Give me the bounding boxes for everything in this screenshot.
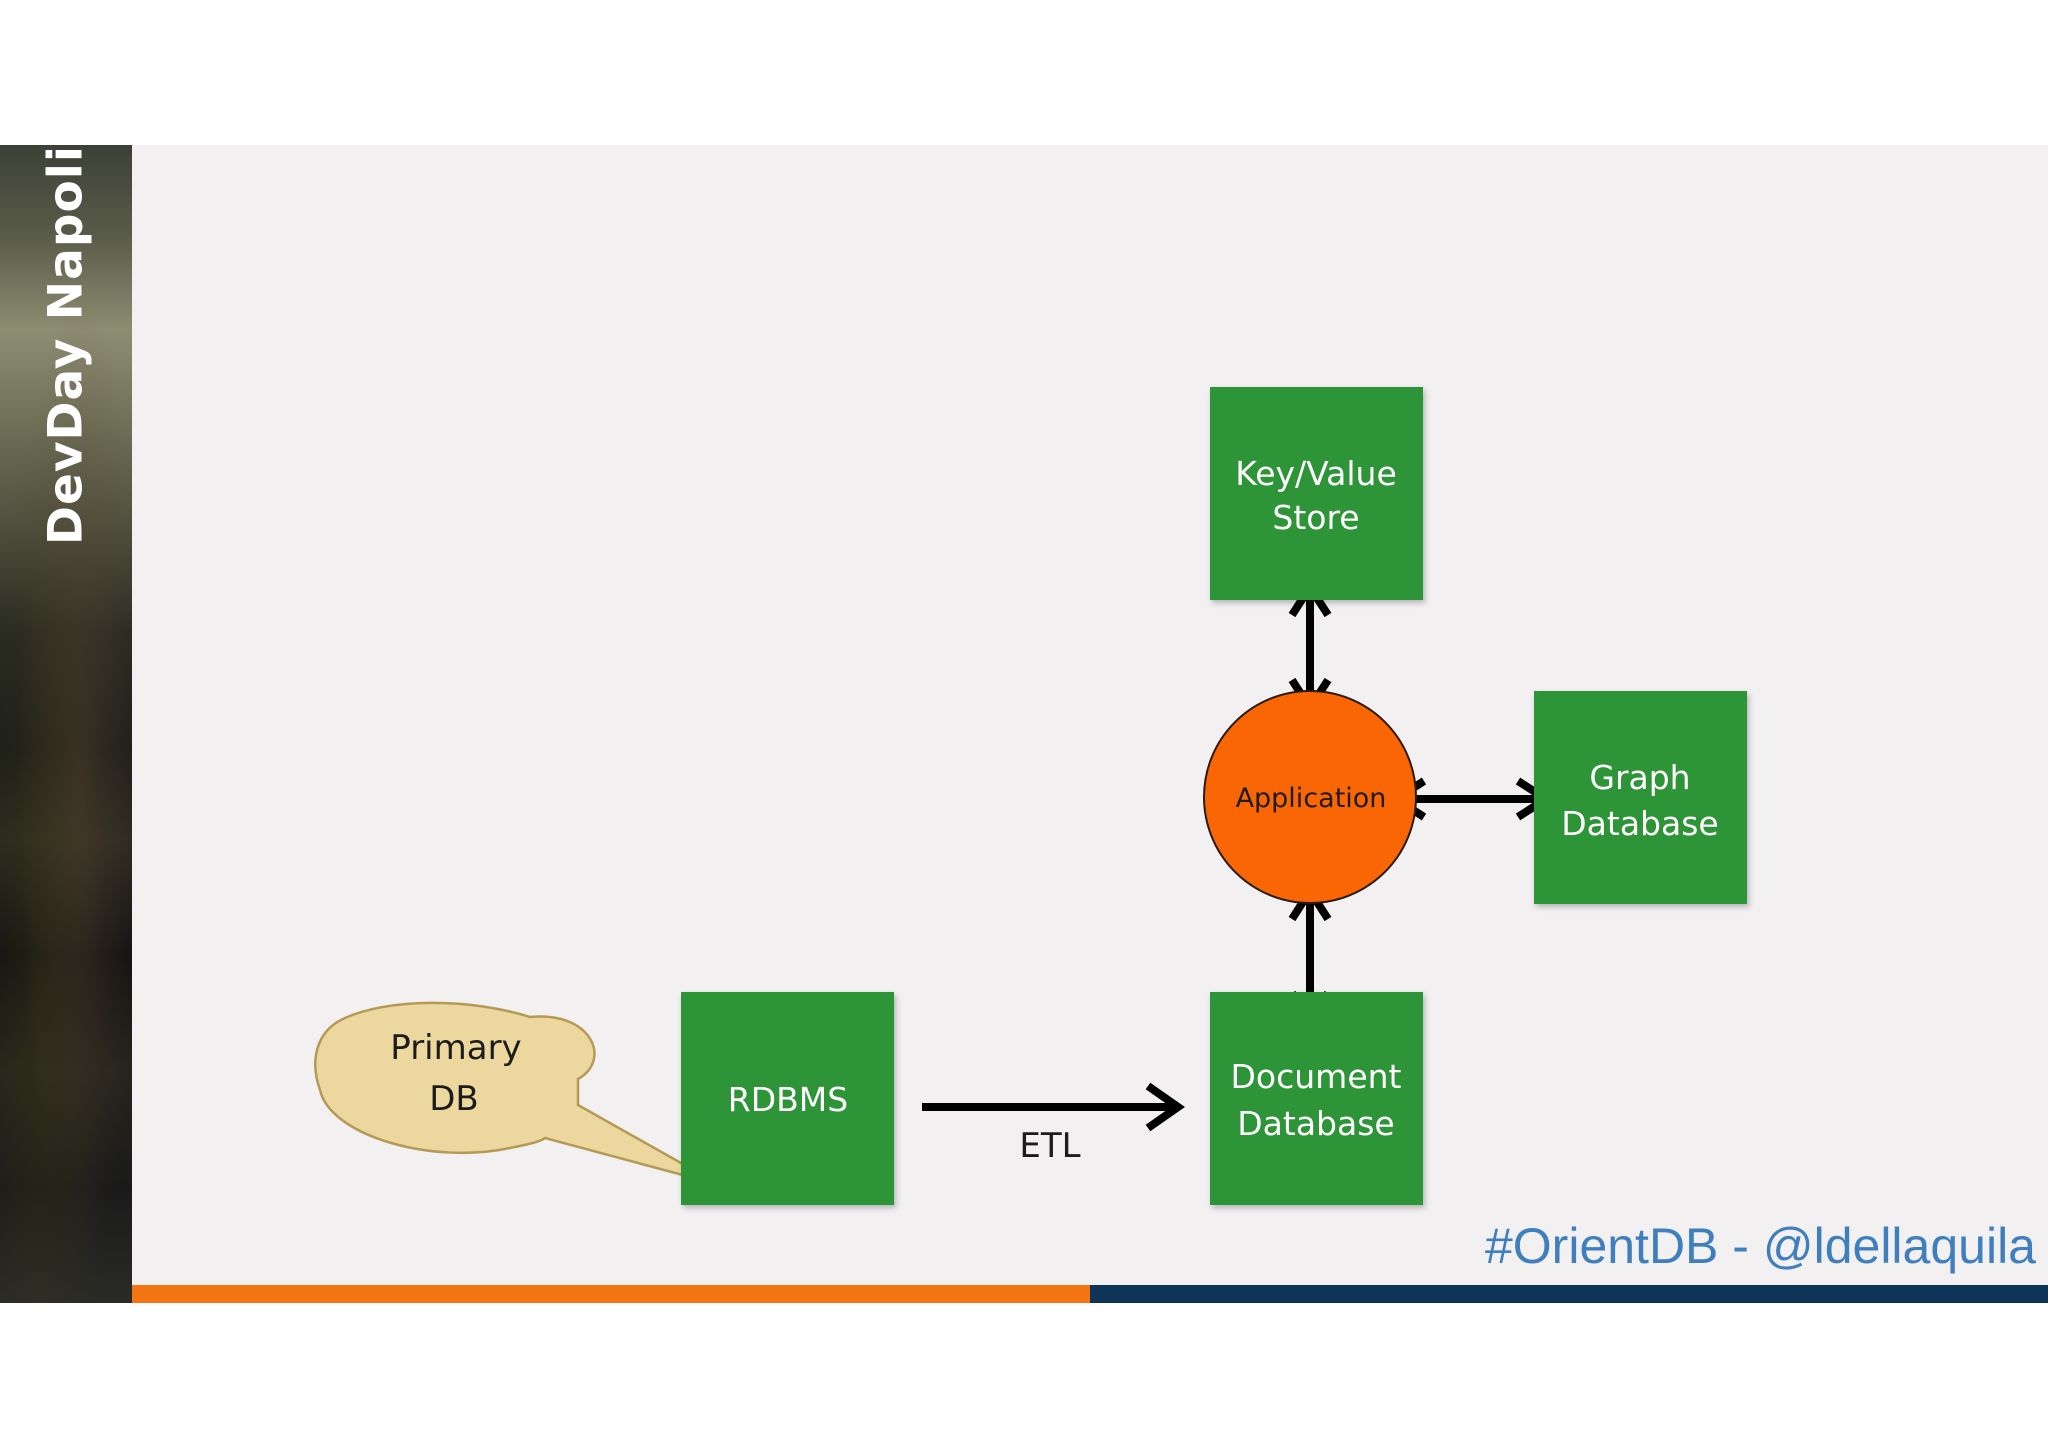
callout-text-line1: Primary [390, 1028, 521, 1068]
document-box [1210, 992, 1423, 1205]
arrow-application-keyvalue [1288, 579, 1332, 716]
node-keyvalue-store: Key/Value Store [1210, 387, 1423, 600]
graph-label-line2: Database [1561, 804, 1718, 843]
application-label: Application [1236, 783, 1387, 814]
keyvalue-label-line2: Store [1272, 498, 1359, 537]
rdbms-box [681, 992, 894, 1205]
graph-box [1534, 691, 1747, 904]
arrow-rdbms-document-etl [922, 1082, 1185, 1132]
architecture-diagram: Primary DB [314, 387, 1747, 1205]
keyvalue-label-line1: Key/Value [1235, 454, 1397, 493]
sidebar-title: DevDay Napoli [38, 145, 94, 546]
node-graph-database: Graph Database [1534, 691, 1747, 904]
footer-accent-bar-orange [132, 1285, 1090, 1303]
slide: DevDay Napoli Primary DB [0, 145, 2048, 1303]
sidebar-photo: DevDay Napoli [0, 145, 132, 1303]
footer-accent-bar-navy [1090, 1285, 2048, 1303]
node-application: Application [1203, 690, 1417, 904]
node-rdbms: RDBMS [681, 992, 894, 1205]
document-label-line2: Database [1237, 1104, 1394, 1143]
document-label-line1: Document [1231, 1057, 1402, 1096]
keyvalue-box [1210, 387, 1423, 600]
rdbms-label: RDBMS [728, 1080, 848, 1119]
callout-text-line2: DB [429, 1079, 479, 1119]
primary-db-callout: Primary DB [314, 1001, 721, 1187]
node-document-database: Document Database [1210, 992, 1423, 1205]
graph-label-line1: Graph [1589, 758, 1690, 797]
callout-bubble-shape [314, 1001, 721, 1187]
application-circle [1203, 690, 1417, 904]
footer-hashtag: #OrientDB - @ldellaquila [1484, 1218, 2036, 1274]
arrow-application-graph [1388, 777, 1554, 821]
etl-label: ETL [1019, 1126, 1080, 1166]
